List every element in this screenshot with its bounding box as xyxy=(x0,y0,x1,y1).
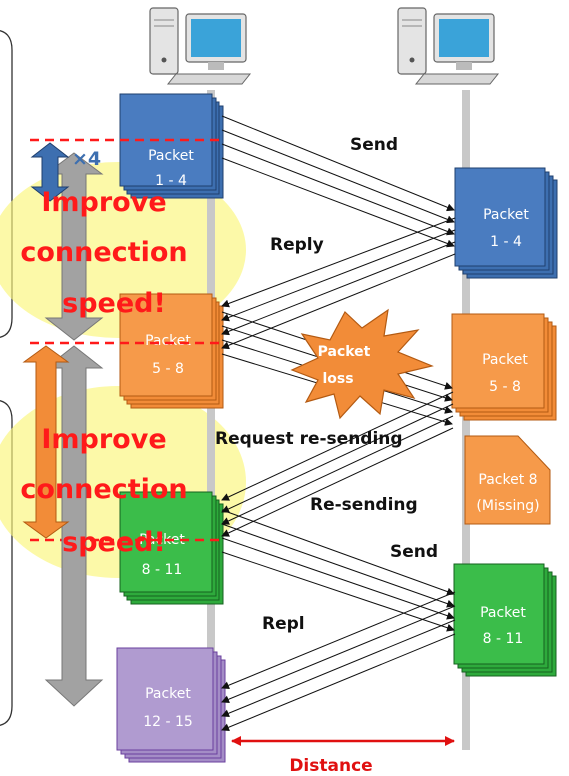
packet-range: 5 - 8 xyxy=(152,361,184,377)
resending-label: Re-sending xyxy=(310,495,418,515)
short-span-arrow xyxy=(30,142,70,202)
packet-label: Packet 8 xyxy=(478,472,537,488)
callout-line1: Improve xyxy=(41,187,166,218)
packet-stack-right-3: Packet 8 - 11 xyxy=(453,563,557,677)
packet-stack-left-2: Packet 5 - 8 xyxy=(119,293,224,409)
packet-loss-burst: Packet loss xyxy=(290,308,434,420)
packet-range: 8 - 11 xyxy=(483,631,524,647)
packet-stack-left-4: Packet 12 - 15 xyxy=(116,647,226,763)
request-resend-arrows xyxy=(221,391,454,537)
bracket-bottom xyxy=(0,400,13,726)
packet-stack-left-1: Packet 1 - 4 xyxy=(119,93,224,199)
send-arrows-1 xyxy=(221,115,455,248)
packet-range: 5 - 8 xyxy=(489,379,521,395)
bracket-top xyxy=(0,30,13,338)
packet-label: Packet xyxy=(482,352,528,368)
packet-stack-left-3: Packet 8 - 11 xyxy=(119,491,224,605)
computer-icon-left xyxy=(149,7,252,85)
packet-label: Packet xyxy=(145,686,191,702)
callout-bottom: Improve connection speed! xyxy=(20,424,187,558)
reply-label-2: Repl xyxy=(262,614,305,634)
packet-range: 8 - 11 xyxy=(142,562,183,578)
times-four-label: ×4 xyxy=(72,148,101,170)
callout-line1: Improve xyxy=(41,424,166,455)
packet-stack-right-1: Packet 1 - 4 xyxy=(454,167,558,279)
orange-span-arrow xyxy=(22,345,70,539)
callout-line2: connection xyxy=(20,474,187,505)
resend-arrows xyxy=(221,509,455,632)
send-label: Send xyxy=(350,135,398,155)
callout-top: Improve connection speed! xyxy=(20,187,187,319)
packet-label: Packet xyxy=(480,605,526,621)
computer-icon-right xyxy=(397,7,500,85)
reply-arrows-1 xyxy=(221,217,456,350)
packet-label: Packet xyxy=(139,532,185,548)
packet-loss-line2: loss xyxy=(322,371,353,387)
callout-line3: speed! xyxy=(62,527,166,558)
timeline-left xyxy=(207,90,215,750)
request-resending-label: Request re-sending xyxy=(215,429,403,449)
packet-range: 12 - 15 xyxy=(143,714,193,730)
packet-label: Packet xyxy=(148,148,194,164)
packet-range: 1 - 4 xyxy=(155,173,187,189)
distance-label: Distance xyxy=(289,756,372,776)
packet-stack-right-2: Packet 5 - 8 xyxy=(451,313,557,421)
packet-label: Packet xyxy=(145,333,191,349)
packet-label: Packet xyxy=(483,207,529,223)
send-label-2: Send xyxy=(390,542,438,562)
reply-arrows-2 xyxy=(221,591,456,732)
packet-loss-line1: Packet xyxy=(318,344,371,360)
callout-line2: connection xyxy=(20,237,187,268)
reply-label: Reply xyxy=(270,235,324,255)
callout-line3: speed! xyxy=(62,288,166,319)
packet-range: (Missing) xyxy=(476,498,539,514)
time-span-arrow-2 xyxy=(44,345,104,707)
packet-range: 1 - 4 xyxy=(490,234,522,250)
packet-8-missing: Packet 8 (Missing) xyxy=(464,435,551,525)
